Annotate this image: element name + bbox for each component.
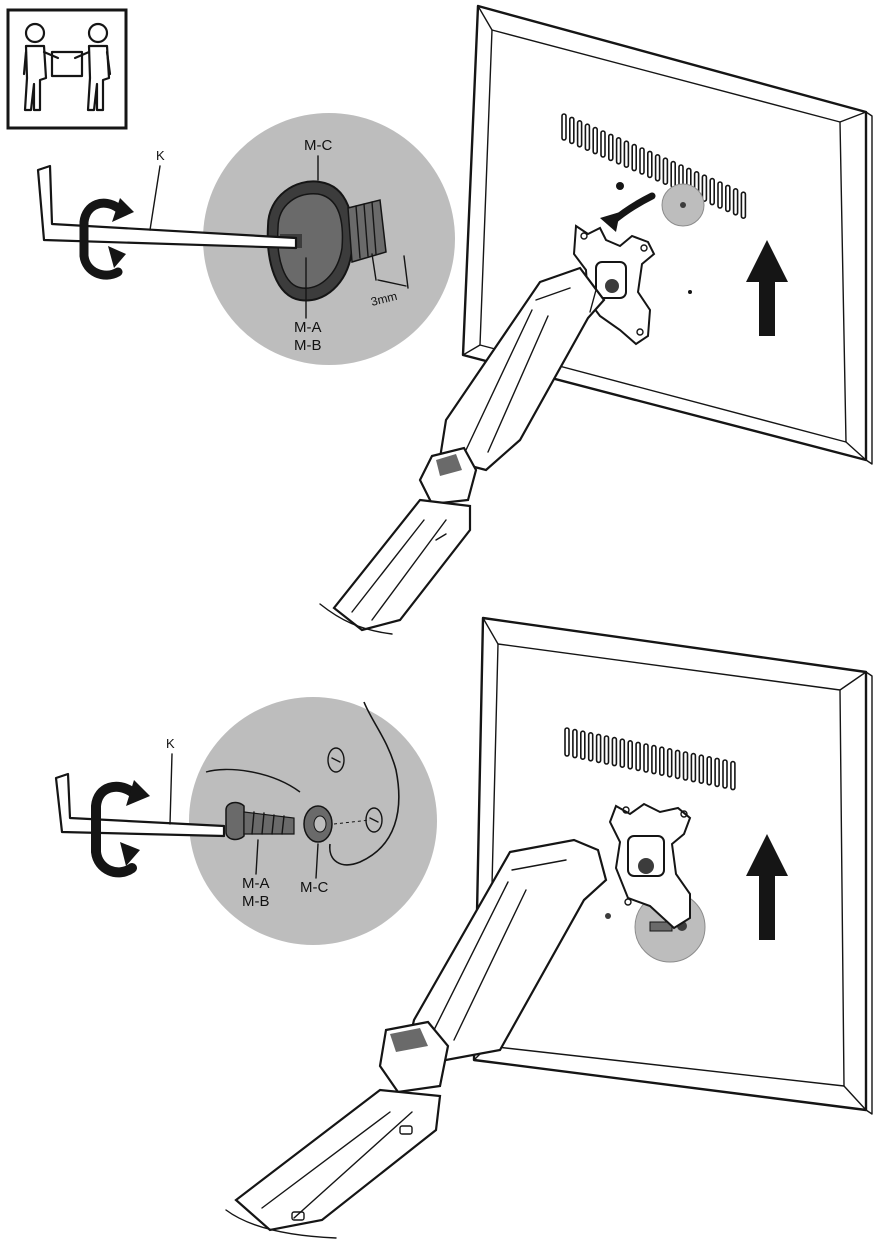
vent-slot xyxy=(643,743,649,773)
screw-label-b: M-B xyxy=(294,337,322,354)
washer-label: M-C xyxy=(300,879,328,896)
vent-slot xyxy=(662,157,669,185)
vent-slots-top xyxy=(561,113,747,219)
vesa-hole xyxy=(616,182,624,190)
vent-slot xyxy=(706,755,713,786)
vent-slot xyxy=(603,735,610,765)
curved-arrow-icon xyxy=(600,192,656,232)
vent-slot xyxy=(730,760,736,791)
monitor-arm-top xyxy=(319,224,656,635)
vent-slot xyxy=(651,744,657,775)
tool-label: K xyxy=(166,736,175,751)
vent-slot xyxy=(654,154,661,182)
vent-slot xyxy=(732,188,739,216)
vent-slot xyxy=(635,741,641,772)
detail-circle-step1: 3mm M-C M-A M-B xyxy=(203,113,455,365)
rotate-arrow-icon xyxy=(91,780,150,878)
detail-circle-step2: M-A M-B M-C xyxy=(189,697,437,945)
vent-slot xyxy=(576,120,583,148)
vent-slot xyxy=(592,126,599,155)
vesa-hole xyxy=(688,290,692,294)
vent-slot xyxy=(587,731,594,762)
vent-slot xyxy=(623,140,630,168)
vent-slot xyxy=(568,116,575,145)
vent-slot xyxy=(584,123,591,151)
vent-slot xyxy=(714,757,720,788)
vent-slot xyxy=(709,177,716,206)
vent-slot xyxy=(627,739,634,770)
vent-slot xyxy=(646,150,653,179)
cap-label: M-C xyxy=(304,137,332,154)
vent-slot xyxy=(611,736,618,767)
vent-slot xyxy=(666,747,673,778)
vent-slot xyxy=(564,727,570,757)
rotate-arrow-icon xyxy=(79,198,134,280)
vent-slot xyxy=(740,191,747,219)
vent-slot xyxy=(579,730,586,761)
vent-slot xyxy=(698,754,705,785)
screw-label-a: M-A xyxy=(242,875,270,892)
vent-slot xyxy=(682,751,689,781)
vent-slot xyxy=(561,113,567,141)
screw-label-b: M-B xyxy=(242,893,270,910)
vent-slot xyxy=(595,733,602,764)
vent-slot xyxy=(639,147,645,175)
up-arrow-icon xyxy=(746,834,788,940)
vent-slot xyxy=(619,738,626,769)
gap-label: 3mm xyxy=(369,289,398,309)
up-arrow-icon xyxy=(746,240,788,336)
vent-slot xyxy=(701,174,708,202)
vent-slots-bottom xyxy=(564,727,736,791)
vent-slot xyxy=(658,746,665,777)
vent-slot xyxy=(690,752,697,783)
vent-slot xyxy=(717,181,723,209)
allen-key-icon: K xyxy=(36,148,298,250)
vent-slot xyxy=(722,759,728,789)
vent-slot xyxy=(615,137,622,165)
vent-slot xyxy=(631,143,638,172)
two-person-lift-icon xyxy=(6,8,128,130)
screw-label-a: M-A xyxy=(294,319,322,336)
vent-slot xyxy=(572,728,578,759)
vent-slot xyxy=(607,133,614,162)
monitor-arm-bottom xyxy=(225,802,692,1239)
vent-slot xyxy=(724,184,731,213)
tool-label: K xyxy=(156,148,165,163)
vent-slot xyxy=(600,130,606,158)
detail-callout-small xyxy=(661,183,705,227)
vent-slot xyxy=(674,749,681,780)
